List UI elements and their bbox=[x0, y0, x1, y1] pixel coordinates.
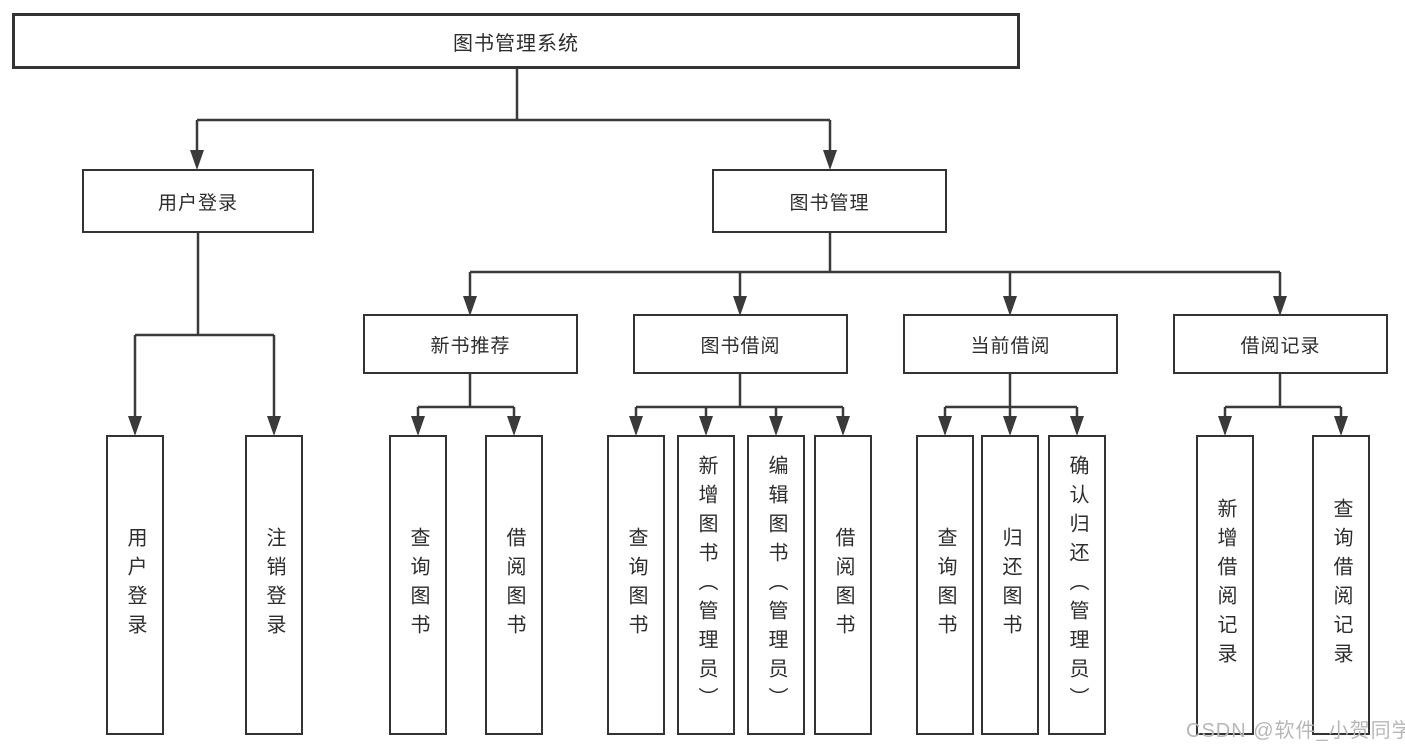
connector-bookmgmt-level3 bbox=[468, 233, 1282, 297]
connector-currentborrow-leaves bbox=[943, 374, 1079, 417]
leaf-query-books-2: 查询图书 bbox=[607, 435, 665, 735]
node-user-login-branch: 用户登录 bbox=[82, 169, 314, 233]
node-library-system: 图书管理系统 bbox=[12, 13, 1020, 69]
leaf-user-login: 用户登录 bbox=[106, 435, 164, 735]
leaf-query-books-3: 查询图书 bbox=[916, 435, 974, 735]
node-book-management: 图书管理 bbox=[712, 169, 947, 233]
leaf-logout: 注销登录 bbox=[245, 435, 303, 735]
connector-records-leaves bbox=[1223, 374, 1343, 417]
node-current-borrow: 当前借阅 bbox=[903, 314, 1118, 374]
leaf-borrow-books-1: 借阅图书 bbox=[485, 435, 543, 735]
connector-newbook-leaves bbox=[416, 374, 516, 417]
leaf-add-books-admin: 新增图书（管理员） bbox=[677, 435, 735, 735]
connector-userlogin-leaves bbox=[133, 233, 276, 417]
leaf-borrow-books-2: 借阅图书 bbox=[814, 435, 872, 735]
csdn-watermark: CSDN @软件_小贺同学 bbox=[1186, 720, 1405, 742]
node-book-borrow: 图书借阅 bbox=[633, 314, 848, 374]
node-new-book-recommend: 新书推荐 bbox=[363, 314, 578, 374]
node-borrow-records: 借阅记录 bbox=[1173, 314, 1388, 374]
leaf-query-books-1: 查询图书 bbox=[389, 435, 447, 735]
connector-bookborrow-leaves bbox=[634, 374, 845, 417]
leaf-return-books: 归还图书 bbox=[981, 435, 1039, 735]
leaf-edit-books-admin: 编辑图书（管理员） bbox=[747, 435, 805, 735]
arrowheads bbox=[128, 150, 1348, 436]
connector-root-level2 bbox=[195, 68, 832, 151]
leaf-confirm-return-admin: 确认归还（管理员） bbox=[1048, 435, 1106, 735]
leaf-query-borrow-record: 查询借阅记录 bbox=[1312, 435, 1370, 735]
leaf-add-borrow-record: 新增借阅记录 bbox=[1196, 435, 1254, 735]
